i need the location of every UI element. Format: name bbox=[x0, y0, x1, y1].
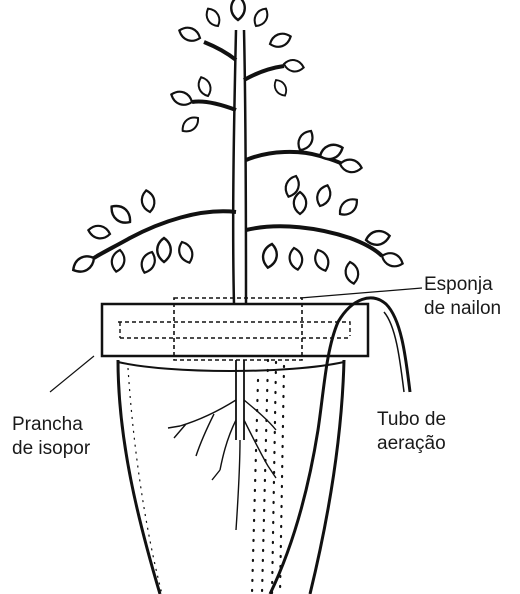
label-aeration-tube-line2: aeração bbox=[377, 432, 446, 456]
label-aeration-tube-line1: Tubo de bbox=[377, 408, 446, 432]
stem bbox=[233, 30, 246, 440]
label-nylon-sponge-line1: Esponja bbox=[424, 273, 501, 297]
nutrient-solution bbox=[252, 360, 284, 594]
board-leader-line bbox=[50, 356, 94, 392]
label-styrofoam-board-line2: de isopor bbox=[12, 437, 90, 461]
label-styrofoam-board-line1: Prancha bbox=[12, 413, 90, 437]
label-styrofoam-board: Prancha de isopor bbox=[12, 413, 90, 461]
roots bbox=[168, 400, 276, 530]
styrofoam-board bbox=[102, 304, 368, 356]
label-aeration-tube: Tubo de aeração bbox=[377, 408, 446, 456]
label-nylon-sponge-line2: de nailon bbox=[424, 297, 501, 321]
sponge-leader-line bbox=[300, 288, 422, 298]
label-nylon-sponge: Esponja de nailon bbox=[424, 273, 501, 321]
